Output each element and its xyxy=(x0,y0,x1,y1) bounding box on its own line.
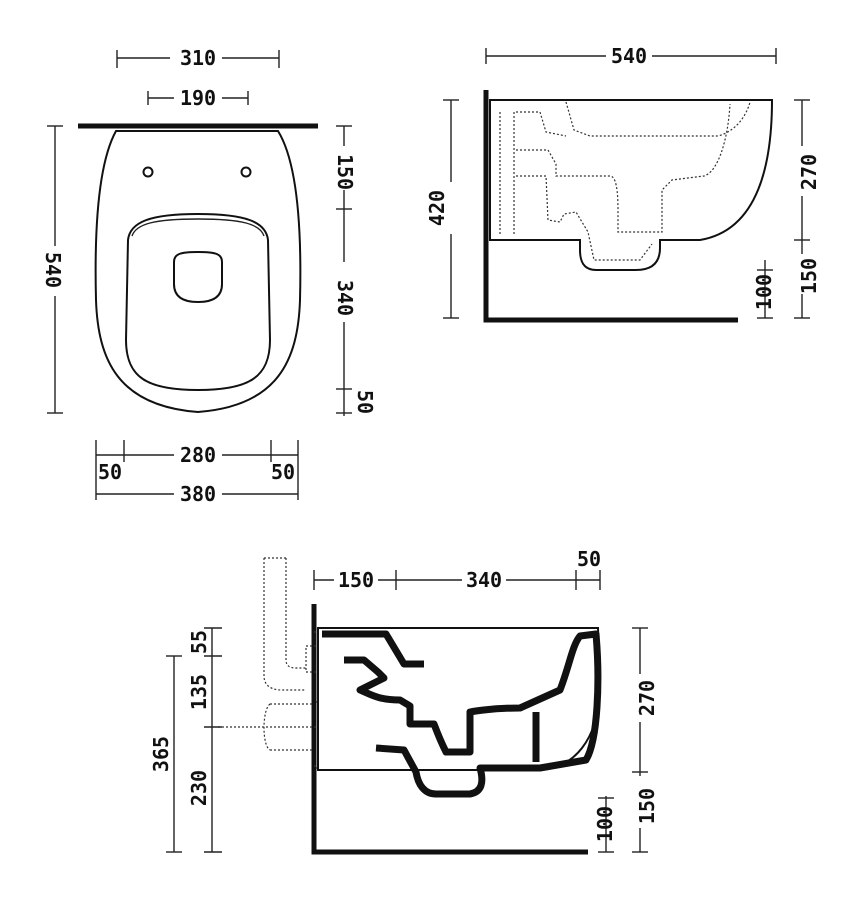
dim-side-right: 270 150 xyxy=(794,99,821,319)
dim-overall-depth: 540 xyxy=(41,125,65,414)
dim-label: 50 xyxy=(353,390,377,414)
dim-label: 190 xyxy=(180,86,216,110)
fixing-hole-right xyxy=(240,166,252,178)
dim-section-total: 365 xyxy=(149,655,182,853)
wall-floor xyxy=(311,604,588,855)
dim-label: 150 xyxy=(635,788,659,824)
internal-trap xyxy=(516,101,751,261)
dim-side-length: 540 xyxy=(485,44,777,68)
dim-label: 365 xyxy=(149,736,173,772)
dim-label: 150 xyxy=(338,568,374,592)
dim-label: 540 xyxy=(41,252,65,288)
dim-label: 100 xyxy=(593,806,617,842)
dim-label: 270 xyxy=(797,154,821,190)
dim-label: 340 xyxy=(333,280,357,316)
dim-label: 55 xyxy=(187,630,211,654)
dim-label: 100 xyxy=(752,274,776,310)
dim-label: 340 xyxy=(466,568,502,592)
dim-right-stack: 150 340 50 xyxy=(333,125,377,416)
dim-section-top: 150 340 50 xyxy=(313,547,601,592)
dim-label: 310 xyxy=(180,46,216,70)
dim-label: 50 xyxy=(577,547,601,571)
bowl-rim xyxy=(131,218,265,237)
dim-section-right: 270 150 xyxy=(632,627,659,853)
dim-label: 380 xyxy=(180,482,216,506)
dim-hole-spacing: 190 xyxy=(147,86,249,110)
dim-label: 50 xyxy=(271,460,295,484)
outlet-hole xyxy=(173,250,223,304)
fixing-hole-left xyxy=(142,166,154,178)
outlet-pipe xyxy=(263,703,314,751)
dim-side-outlet: 100 xyxy=(752,260,776,319)
section-view: 150 340 50 55 135 230 365 xyxy=(149,547,659,855)
dim-bottom: 280 50 50 380 xyxy=(95,440,299,506)
side-view: 540 420 270 150 100 xyxy=(425,44,821,323)
dim-label: 150 xyxy=(333,154,357,190)
dim-label: 280 xyxy=(180,443,216,467)
dim-label: 420 xyxy=(425,190,449,226)
mount-lines xyxy=(499,112,515,236)
dim-section-outlet: 100 xyxy=(593,796,617,853)
supply-pipe xyxy=(263,557,306,691)
dim-label: 270 xyxy=(635,680,659,716)
dim-label: 540 xyxy=(611,44,647,68)
dim-section-left: 55 135 230 xyxy=(187,627,222,853)
wall-floor xyxy=(483,90,738,323)
dim-overall-width: 310 xyxy=(116,46,280,70)
dim-label: 230 xyxy=(187,770,211,806)
side-body xyxy=(489,99,774,271)
top-view: 310 190 540 150 340 xyxy=(41,46,377,506)
dim-label: 150 xyxy=(797,258,821,294)
bowl-section xyxy=(322,630,602,798)
dim-label: 50 xyxy=(98,460,122,484)
dim-label: 135 xyxy=(187,674,211,710)
dim-side-total-height: 420 xyxy=(425,99,459,319)
